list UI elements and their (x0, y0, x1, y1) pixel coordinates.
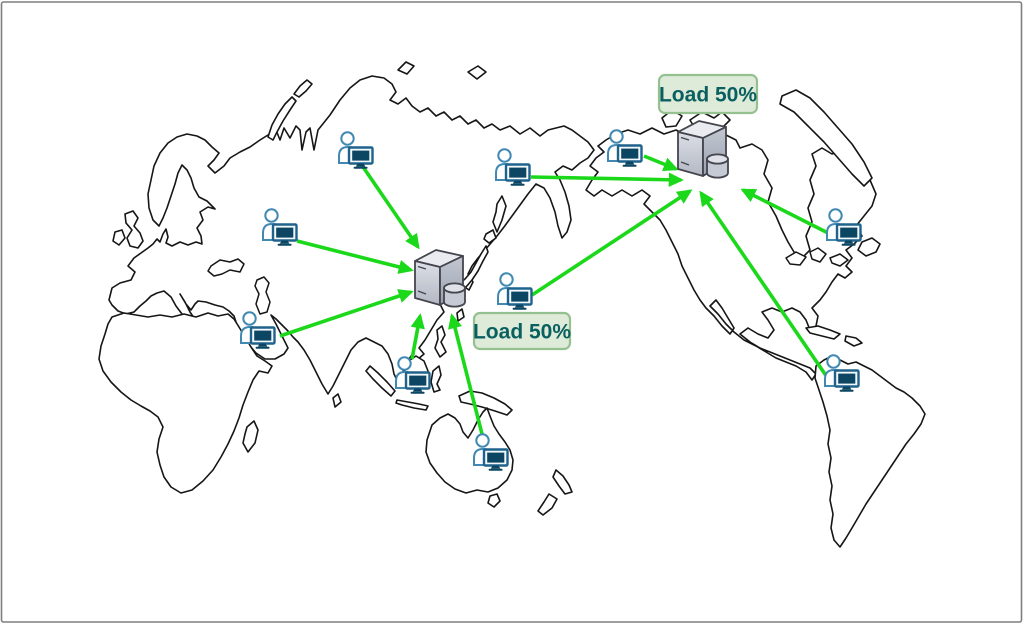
caspian-sea-outline (254, 276, 271, 315)
hokkaido-outline (483, 229, 497, 244)
load-badge-north-america: Load 50% (657, 73, 759, 115)
traffic-arrow-user-middle-east-to-server-east-asia (279, 289, 414, 338)
traffic-arrow-user-west-siberia-to-server-east-asia (359, 162, 420, 250)
philippines-outline (434, 325, 447, 358)
lake-superior-outline (785, 251, 807, 266)
black-sea-outline (207, 258, 245, 277)
traffic-arrow-user-alaska-to-server-north-america (643, 154, 679, 172)
new-siberian-islands-outline (467, 65, 487, 80)
sumatra-outline (365, 365, 396, 397)
great-britain-outline (124, 210, 144, 249)
new-zealand-south-outline (537, 493, 558, 516)
sakhalin-outline (492, 195, 507, 233)
traffic-arrow-user-australia-to-server-east-asia (448, 313, 484, 435)
traffic-arrow-user-east-asia-to-server-north-america (531, 189, 693, 297)
ireland-outline (112, 229, 126, 246)
south-america-outline (814, 355, 926, 548)
traffic-arrow-user-central-asia-to-server-east-asia (296, 239, 414, 274)
novaya-zemlya-north-outline (293, 79, 313, 98)
lake-ontario-outline (829, 253, 849, 267)
severnaya-zemlya-outline (397, 61, 415, 75)
madagascar-outline (242, 420, 259, 453)
load-badge-north-america-text: Load 50% (659, 84, 757, 107)
newfoundland-outline (857, 237, 881, 257)
load-badge-north-america-background (657, 73, 759, 115)
cuba-outline (805, 325, 841, 340)
sulawesi-outline (430, 365, 442, 393)
server-north-america-icon (677, 120, 729, 179)
world-map-outline (98, 61, 926, 548)
africa-outline (98, 312, 273, 494)
java-outline (395, 399, 429, 411)
lake-huron-outline (809, 247, 827, 263)
traffic-arrow-user-southeast-asia-to-server-east-asia (410, 313, 425, 360)
traffic-arrow-user-south-america-to-server-north-america (699, 190, 829, 379)
baffin-island-outline (779, 89, 873, 187)
hispaniola-outline (844, 335, 863, 347)
north-america-outline (585, 127, 877, 381)
taiwan-outline (456, 308, 465, 322)
tasmania-outline (487, 493, 501, 508)
load-badge-east-asia-text: Load 50% (473, 321, 571, 344)
novaya-zemlya-south-outline (267, 96, 297, 141)
traffic-arrow-user-north-america-to-server-north-america (740, 188, 829, 235)
server-east-asia-icon (414, 249, 466, 308)
eurasia-outline (108, 75, 595, 395)
traffic-arrow-user-east-siberia-to-server-north-america (530, 172, 684, 187)
traffic-arrows-layer (279, 154, 829, 435)
new-zealand-north-outline (552, 469, 573, 495)
australia-outline (425, 407, 514, 494)
load-badge-east-asia-background (472, 311, 572, 351)
load-badge-east-asia: Load 50% (472, 311, 572, 351)
user-east-asia-icon (496, 272, 533, 311)
load-badges-layer: Load 50% Load 50% (472, 73, 759, 351)
sri-lanka-outline (332, 393, 342, 408)
